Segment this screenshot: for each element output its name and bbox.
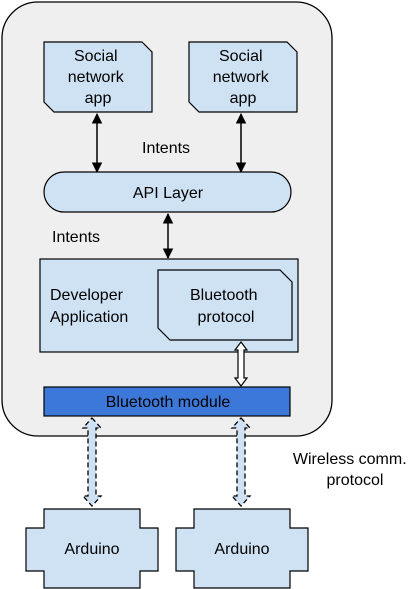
social-app-2[interactable]: Social network app (188, 41, 298, 113)
social-app-1-label-line3: app (85, 90, 112, 107)
api-layer-label: API Layer (133, 185, 204, 202)
svg-text:Social network app: Social network app (68, 48, 128, 107)
arduino-2[interactable]: Arduino (175, 508, 309, 589)
developer-app-label-line1: Developer (50, 287, 124, 304)
document-icon (43, 41, 153, 113)
arduino-block-icon (175, 508, 309, 589)
bluetooth-module-label: Bluetooth module (106, 394, 231, 411)
social-app-1[interactable]: Social network app (43, 41, 153, 113)
social-app-1-label-line2: network (68, 69, 125, 86)
intents-label-top: Intents (142, 140, 190, 157)
social-app-1-label-line1: Social (74, 48, 118, 65)
svg-text:Wireless comm. protocol: Wireless comm. protocol (293, 451, 411, 489)
arduino-2-label: Arduino (214, 541, 269, 558)
svg-text:Developer Application: Developer Application (50, 287, 128, 326)
bluetooth-protocol[interactable]: Bluetooth protocol (157, 269, 293, 341)
arduino-1-label: Arduino (64, 541, 119, 558)
svg-text:Bluetooth protocol: Bluetooth protocol (190, 287, 262, 326)
developer-app-label-line2: Application (50, 309, 128, 326)
social-app-2-label-line3: app (230, 90, 257, 107)
svg-text:Social network app: Social network app (213, 48, 273, 107)
wireless-label-line1: Wireless comm. (293, 451, 407, 468)
social-app-2-label-line2: network (213, 69, 270, 86)
wireless-link-2 (230, 417, 252, 507)
document-icon (157, 269, 293, 341)
bluetooth-protocol-label-line2: protocol (198, 309, 255, 326)
wireless-label-line2: protocol (327, 472, 384, 489)
intents-label-mid: Intents (52, 229, 100, 246)
document-icon (188, 41, 298, 113)
arduino-block-icon (25, 508, 159, 589)
wireless-link-1 (81, 417, 103, 507)
hollow-double-arrow-icon (233, 341, 249, 387)
api-layer[interactable]: API Layer (43, 171, 292, 213)
bluetooth-module[interactable]: Bluetooth module (43, 386, 291, 417)
dashed-double-arrow-icon (230, 417, 252, 507)
dashed-double-arrow-icon (81, 417, 103, 507)
bluetooth-protocol-label-line1: Bluetooth (190, 287, 258, 304)
social-app-2-label-line1: Social (219, 48, 263, 65)
arduino-1[interactable]: Arduino (25, 508, 159, 589)
